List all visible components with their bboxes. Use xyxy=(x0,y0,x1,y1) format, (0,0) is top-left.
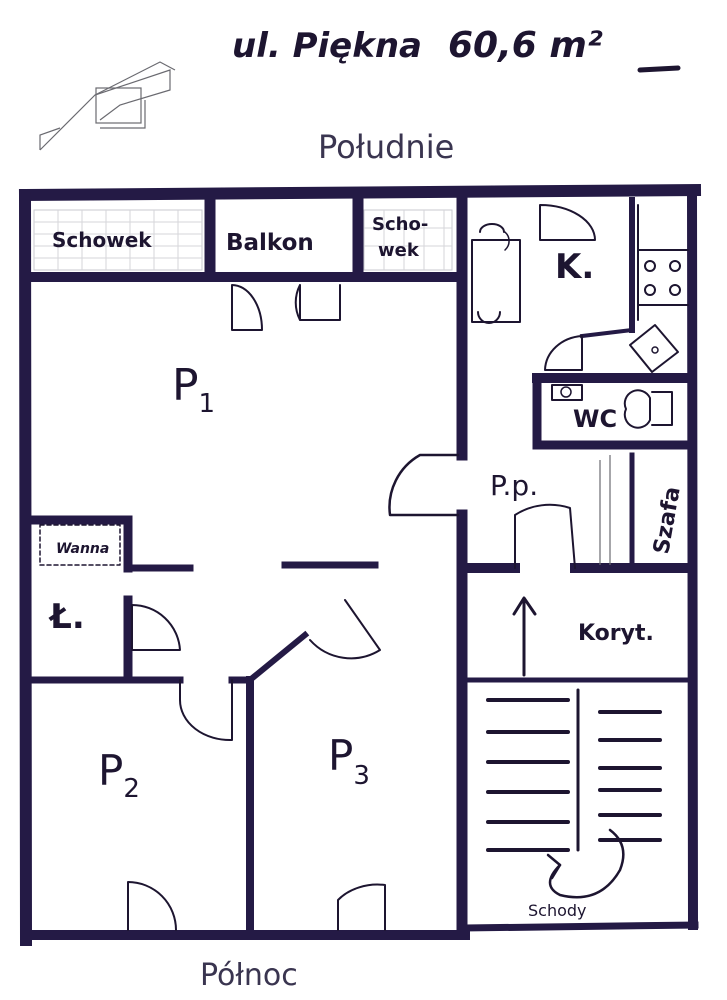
room-label-szafa: Szafa xyxy=(649,485,685,556)
room-label-p3: P3 xyxy=(328,731,370,791)
bathtub-outline xyxy=(39,524,121,566)
room-label-kitchen: K. xyxy=(555,247,594,287)
outer-walls xyxy=(18,183,702,947)
room-label-schowek-right-2: wek xyxy=(378,240,420,261)
room-label-schody: Schody xyxy=(528,901,587,920)
storage-grid xyxy=(33,209,453,271)
room-label-wanna: Wanna xyxy=(56,541,109,557)
corridor-arrow xyxy=(512,596,537,677)
room-label-schowek-right-1: Scho- xyxy=(372,214,428,235)
szafa-hatch xyxy=(599,455,611,565)
room-label-pp: P.p. xyxy=(490,469,538,502)
room-label-schowek-left: Schowek xyxy=(52,228,152,252)
interior-walls xyxy=(25,189,697,939)
room-label-p1: P1 xyxy=(172,360,215,419)
room-label-p2: P2 xyxy=(98,746,140,804)
pencil-sketch xyxy=(39,61,176,151)
address-label: ul. Piękna xyxy=(232,26,422,66)
doors xyxy=(127,204,596,931)
header-dash xyxy=(637,65,681,73)
kitchen-fixtures xyxy=(471,204,689,373)
room-label-bathroom: Ł. xyxy=(48,597,85,637)
orientation-bottom-label: Północ xyxy=(200,958,298,993)
area-label: 60,6 m² xyxy=(448,25,603,66)
room-label-korytarz: Koryt. xyxy=(578,621,654,646)
room-label-balkon: Balkon xyxy=(226,230,314,256)
staircase xyxy=(486,688,662,899)
room-label-wc: WC xyxy=(573,405,617,433)
wc-fixtures xyxy=(551,384,673,429)
orientation-top-label: Południe xyxy=(318,128,454,166)
